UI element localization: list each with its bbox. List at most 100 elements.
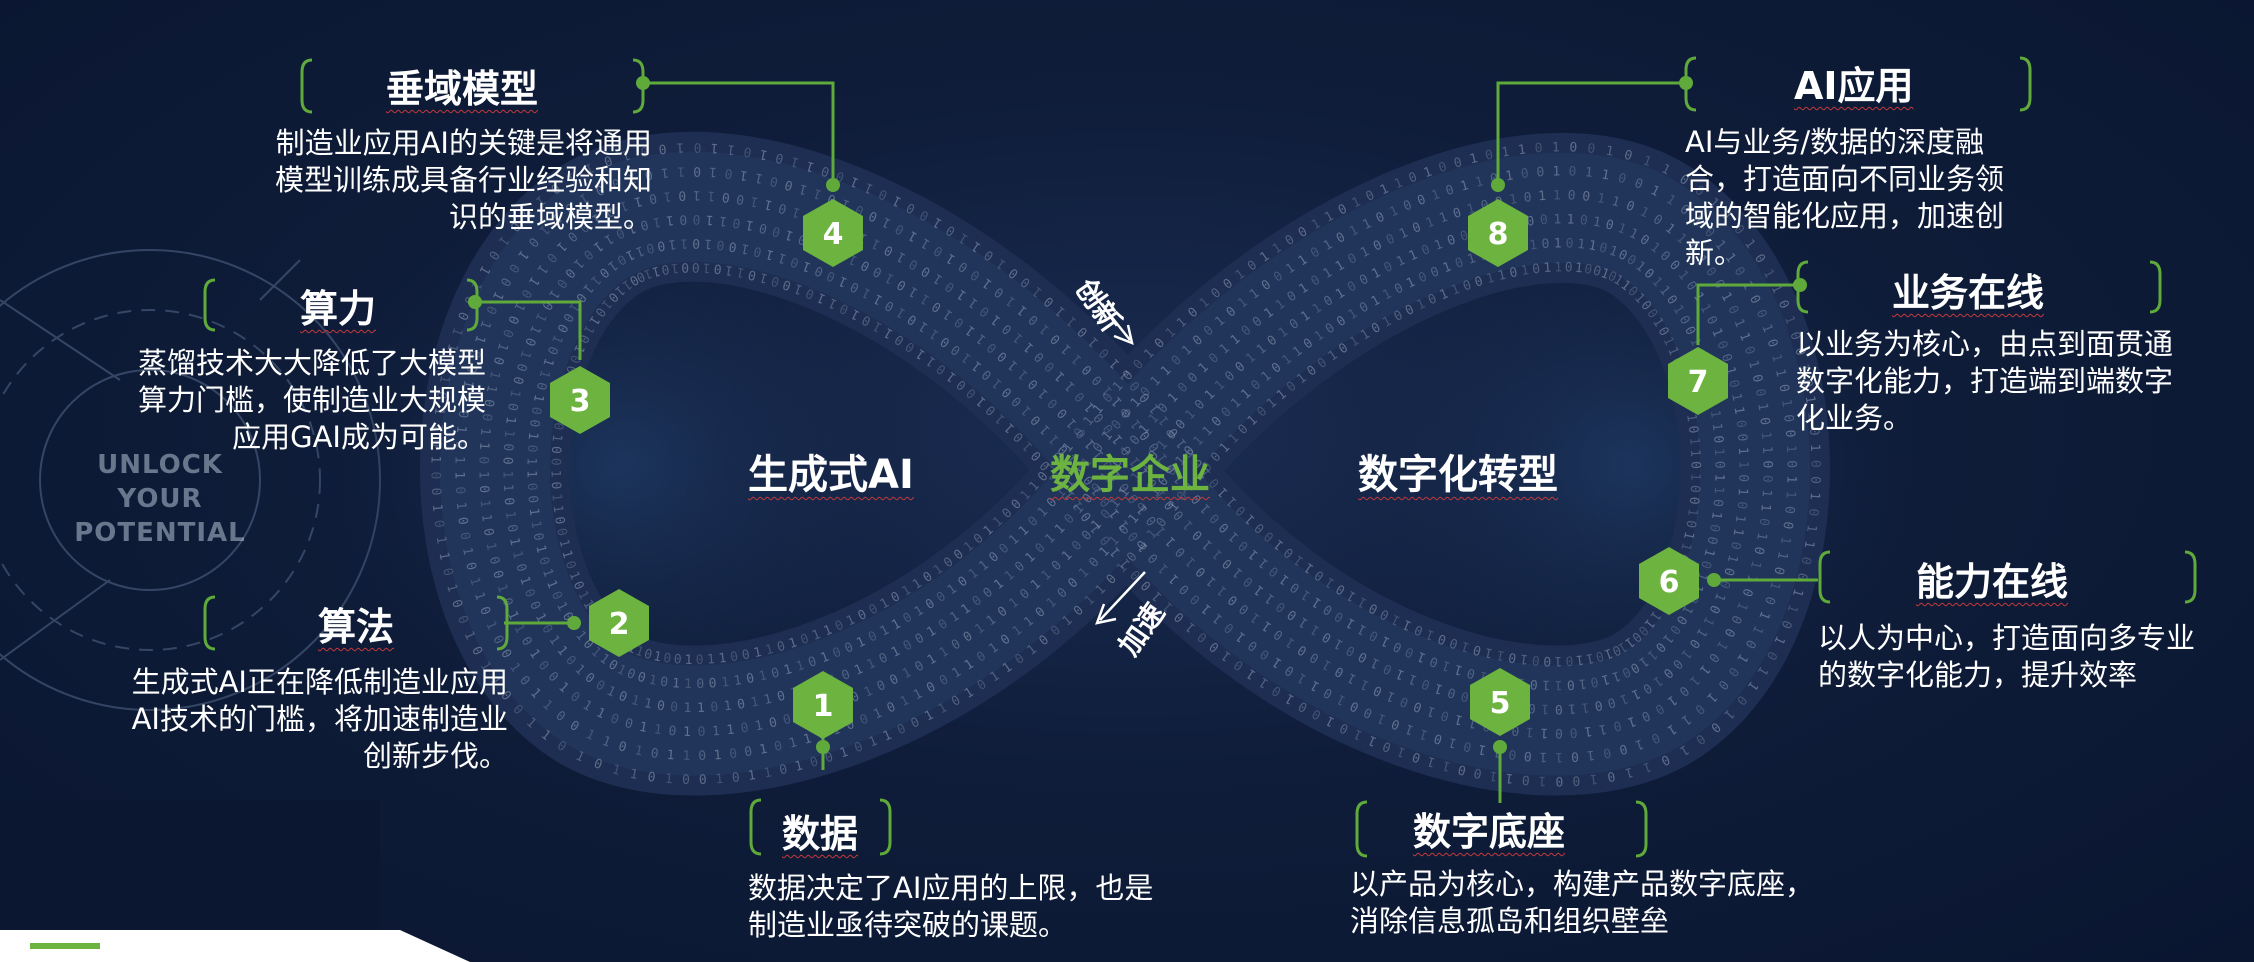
binary-digit: 1 (739, 167, 749, 183)
binary-digit: 1 (506, 536, 522, 547)
binary-digit: 1 (709, 164, 718, 179)
binary-digit: 0 (500, 443, 515, 452)
binary-digit: 0 (463, 363, 479, 374)
binary-digit: 1 (530, 393, 546, 404)
binary-digit: 0 (1591, 264, 1602, 281)
binary-digit: 1 (482, 541, 498, 552)
binary-digit: 1 (638, 720, 649, 736)
binary-digit: 0 (524, 495, 540, 504)
binary-digit: 1 (532, 544, 548, 555)
binary-digit: 1 (475, 471, 490, 479)
binary-digit: 1 (1598, 721, 1608, 737)
binary-digit: 1 (683, 701, 691, 716)
binary-digit: 0 (1686, 496, 1702, 505)
binary-digit: 0 (1508, 265, 1519, 281)
binary-digit: 1 (702, 259, 711, 274)
binary-digit: 1 (704, 236, 713, 251)
binary-digit: 1 (1686, 437, 1702, 446)
binary-digit: 1 (466, 576, 483, 588)
binary-digit: 0 (490, 355, 507, 367)
binary-digit: 0 (1682, 519, 1698, 529)
down-right-arrow (1089, 289, 1131, 341)
binary-digit: 1 (1539, 749, 1547, 764)
binary-digit: 0 (1571, 748, 1580, 763)
binary-digit: 0 (1526, 214, 1536, 230)
hex-badge-4 (803, 199, 863, 267)
binary-digit: 1 (429, 423, 445, 432)
binary-digit: 0 (550, 421, 566, 431)
binary-digit: 0 (623, 716, 635, 733)
binary-digit: 1 (628, 767, 639, 783)
binary-digit: 1 (1757, 503, 1773, 512)
binary-digit: 0 (1439, 707, 1451, 724)
binary-digit: 0 (1779, 520, 1795, 530)
binary-digit: 1 (754, 718, 764, 734)
binary-digit: 0 (1720, 566, 1737, 578)
binary-digit: 1 (1807, 444, 1822, 452)
binary-digit: 0 (1606, 694, 1617, 710)
binary-digit: 1 (1468, 151, 1479, 167)
binary-digit: 0 (1782, 429, 1798, 438)
binary-digit: 1 (1540, 725, 1548, 740)
binary-digit: 0 (768, 715, 779, 731)
binary-digit: 1 (1709, 422, 1725, 432)
binary-digit: 0 (512, 562, 529, 574)
binary-digit: 0 (747, 266, 758, 282)
binary-digit: 1 (1753, 531, 1769, 541)
binary-digit: 0 (1775, 383, 1791, 394)
binary-digit: 1 (1806, 492, 1821, 501)
binary-digit: 0 (678, 187, 686, 202)
binary-digit: 1 (1778, 398, 1794, 408)
binary-digit: 1 (536, 368, 553, 380)
binary-digit: 0 (1806, 427, 1822, 436)
binary-digit: 1 (758, 269, 769, 286)
binary-digit: 1 (798, 180, 810, 197)
binary-digit: 0 (1507, 649, 1517, 665)
center-label: 数字企业 (1050, 452, 1210, 498)
binary-digit: 1 (1538, 773, 1546, 788)
binary-digit: 1 (647, 673, 658, 689)
badge-number-8: 8 (1488, 217, 1509, 252)
binary-digit: 1 (1581, 699, 1591, 715)
binary-digit: 1 (754, 169, 765, 185)
binary-digit: 0 (708, 676, 717, 692)
binary-digit: 1 (1555, 677, 1563, 692)
binary-digit: 0 (1569, 140, 1577, 155)
binary-digit: 0 (694, 139, 702, 154)
binary-digit: 1 (1747, 559, 1763, 570)
binary-digit: 1 (502, 510, 518, 520)
binary-digit: 1 (663, 188, 672, 204)
binary-digit: 0 (643, 166, 653, 182)
item-desc-ai-application: AI与业务/数据的深度融合，打造面向不同业务领域的智能化应用，加速创新。 (1685, 125, 2005, 270)
binary-digit: 1 (610, 762, 622, 779)
binary-digit: 1 (1728, 392, 1744, 403)
binary-digit: 1 (555, 538, 571, 549)
binary-digit: 0 (1579, 213, 1588, 229)
binary-digit: 1 (707, 188, 716, 203)
binary-digit: 0 (668, 724, 677, 740)
background-wordmark-line-2: YOUR POTENTIAL (74, 484, 246, 548)
binary-digit: 1 (506, 388, 522, 399)
binary-digit: 0 (1452, 155, 1464, 172)
binary-digit: 1 (1677, 541, 1693, 552)
binary-digit: 0 (1733, 501, 1749, 510)
binary-digit: 0 (740, 721, 750, 737)
binary-digit: 0 (533, 380, 549, 391)
binary-digit: 1 (677, 163, 685, 178)
binary-digit: 0 (548, 446, 563, 455)
binary-digit: 1 (763, 765, 773, 781)
binary-digit: 1 (1802, 395, 1818, 405)
binary-digit: 0 (1523, 748, 1532, 764)
binary-digit: 1 (1542, 677, 1550, 692)
binary-digit: 0 (1555, 725, 1563, 740)
binary-digit: 0 (1511, 722, 1521, 738)
binary-digit: 0 (455, 409, 471, 419)
binary-digit: 0 (743, 143, 753, 159)
corner-white-band (0, 930, 470, 962)
binary-digit: 1 (627, 170, 638, 186)
binary-digit: 1 (726, 723, 735, 739)
binary-digit: 0 (775, 639, 787, 656)
binary-digit: 0 (1710, 498, 1726, 507)
down-left-arrow (1099, 571, 1146, 621)
binary-digit: 0 (1565, 260, 1573, 275)
